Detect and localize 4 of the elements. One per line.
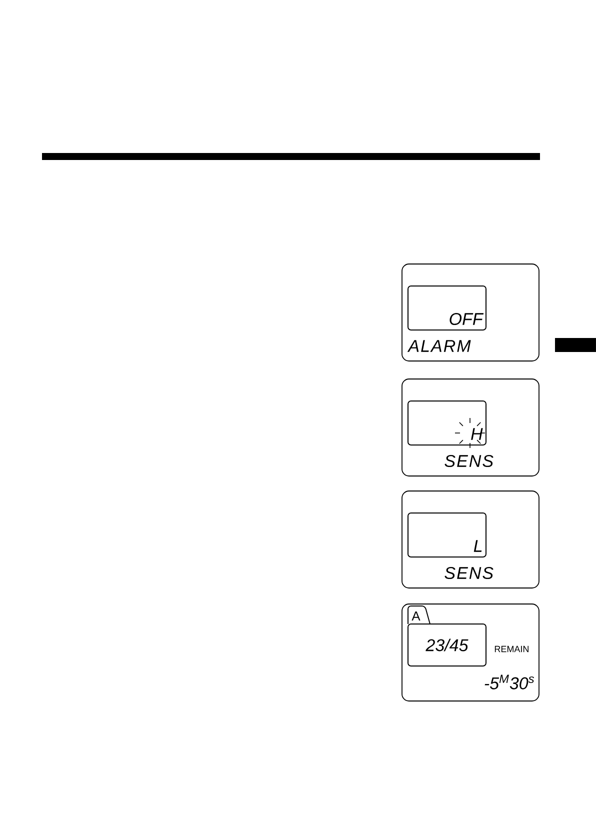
lcd-display: A 23/45 REMAIN -5$^{M}$30$^{s}$ xyxy=(402,604,540,702)
lcd-display: OFF ALARM xyxy=(402,264,540,362)
lcd-display: H SENS xyxy=(402,378,540,476)
lcd-display: L SENS xyxy=(402,490,540,588)
